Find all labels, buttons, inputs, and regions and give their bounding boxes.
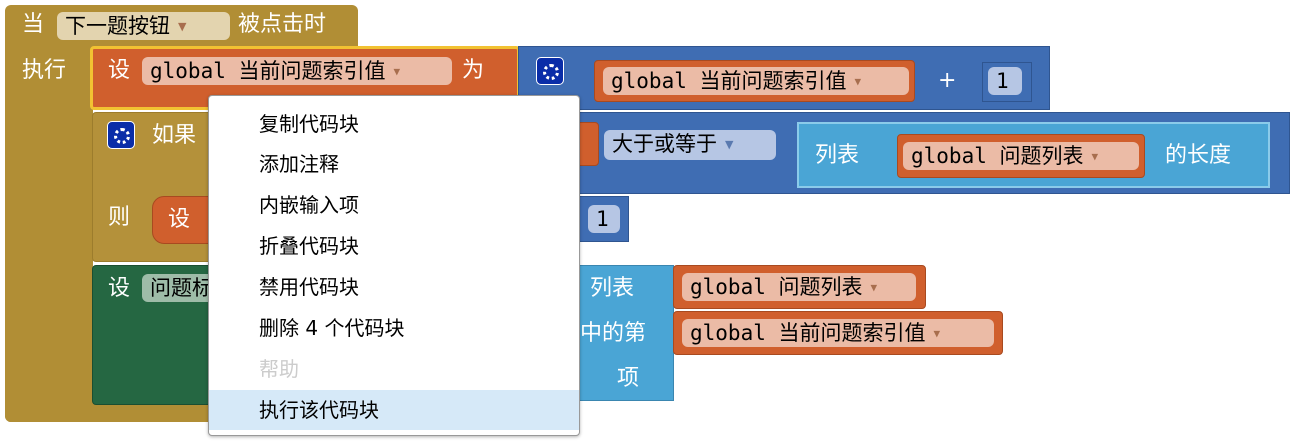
select-list-item-block[interactable] xyxy=(575,265,674,401)
variable-dropdown[interactable]: global 问题列表 ▼ xyxy=(903,142,1139,170)
dropdown-arrow-icon: ▼ xyxy=(393,65,401,78)
dropdown-arrow-icon: ▼ xyxy=(178,20,187,33)
variable-dropdown[interactable]: global 当前问题索引值 ▼ xyxy=(682,319,994,347)
event-label: 被点击时 xyxy=(238,12,327,37)
length-label: 的长度 xyxy=(1165,143,1232,168)
variable-dropdown[interactable]: global 问题列表 ▼ xyxy=(682,273,916,301)
number-field[interactable]: 1 xyxy=(588,205,620,233)
set-label: 设 xyxy=(168,207,191,232)
component-value: 下一题按钮 xyxy=(65,14,170,38)
dropdown-arrow-icon: ▼ xyxy=(854,75,862,88)
component-dropdown[interactable]: 下一题按钮 ▼ xyxy=(57,12,230,40)
compare-operator-dropdown[interactable]: 大于或等于 ▼ xyxy=(604,130,776,160)
event-block-bottom xyxy=(5,402,225,422)
menu-item-disable[interactable]: 禁用代码块 xyxy=(259,275,359,299)
menu-item-inline-inputs[interactable]: 内嵌输入项 xyxy=(259,193,359,217)
when-label: 当 xyxy=(22,12,45,37)
gear-icon[interactable] xyxy=(536,57,564,85)
dropdown-arrow-icon: ▼ xyxy=(870,281,878,294)
dropdown-arrow-icon: ▼ xyxy=(1091,150,1099,163)
menu-item-collapse[interactable]: 折叠代码块 xyxy=(259,234,359,258)
to-label: 为 xyxy=(462,58,485,83)
plus-label: + xyxy=(938,68,957,93)
item-label: 项 xyxy=(617,366,640,391)
set-label: 设 xyxy=(108,58,131,83)
variable-value: global 当前问题索引值 xyxy=(690,321,926,345)
then-label: 则 xyxy=(108,205,131,230)
number-field[interactable]: 1 xyxy=(988,67,1022,95)
list-label: 列表 xyxy=(590,276,635,301)
variable-value: global 问题列表 xyxy=(911,144,1084,168)
menu-item-duplicate[interactable]: 复制代码块 xyxy=(259,112,359,136)
menu-item-add-comment[interactable]: 添加注释 xyxy=(259,152,339,176)
menu-item-help: 帮助 xyxy=(259,357,299,381)
set-label: 设 xyxy=(108,276,131,301)
event-block-body xyxy=(5,40,93,422)
variable-value: global 问题列表 xyxy=(690,275,863,299)
do-label: 执行 xyxy=(22,58,67,83)
gear-icon[interactable] xyxy=(107,121,135,149)
dropdown-arrow-icon: ▼ xyxy=(725,138,734,151)
if-label: 如果 xyxy=(152,123,197,148)
list-label: 列表 xyxy=(815,143,860,168)
index-label: 中的第 xyxy=(580,321,647,346)
menu-item-do-it[interactable]: 执行该代码块 xyxy=(209,390,579,430)
variable-dropdown[interactable]: global 当前问题索引值 ▼ xyxy=(142,57,452,85)
operator-value: 大于或等于 xyxy=(612,132,717,156)
variable-dropdown[interactable]: global 当前问题索引值 ▼ xyxy=(603,67,909,95)
menu-item-delete[interactable]: 删除 4 个代码块 xyxy=(259,316,405,340)
variable-value: global 当前问题索引值 xyxy=(611,69,847,93)
dropdown-arrow-icon: ▼ xyxy=(933,327,941,340)
context-menu: 复制代码块 添加注释 内嵌输入项 折叠代码块 禁用代码块 删除 4 个代码块 帮… xyxy=(208,95,580,436)
variable-value: global 当前问题索引值 xyxy=(150,59,386,83)
